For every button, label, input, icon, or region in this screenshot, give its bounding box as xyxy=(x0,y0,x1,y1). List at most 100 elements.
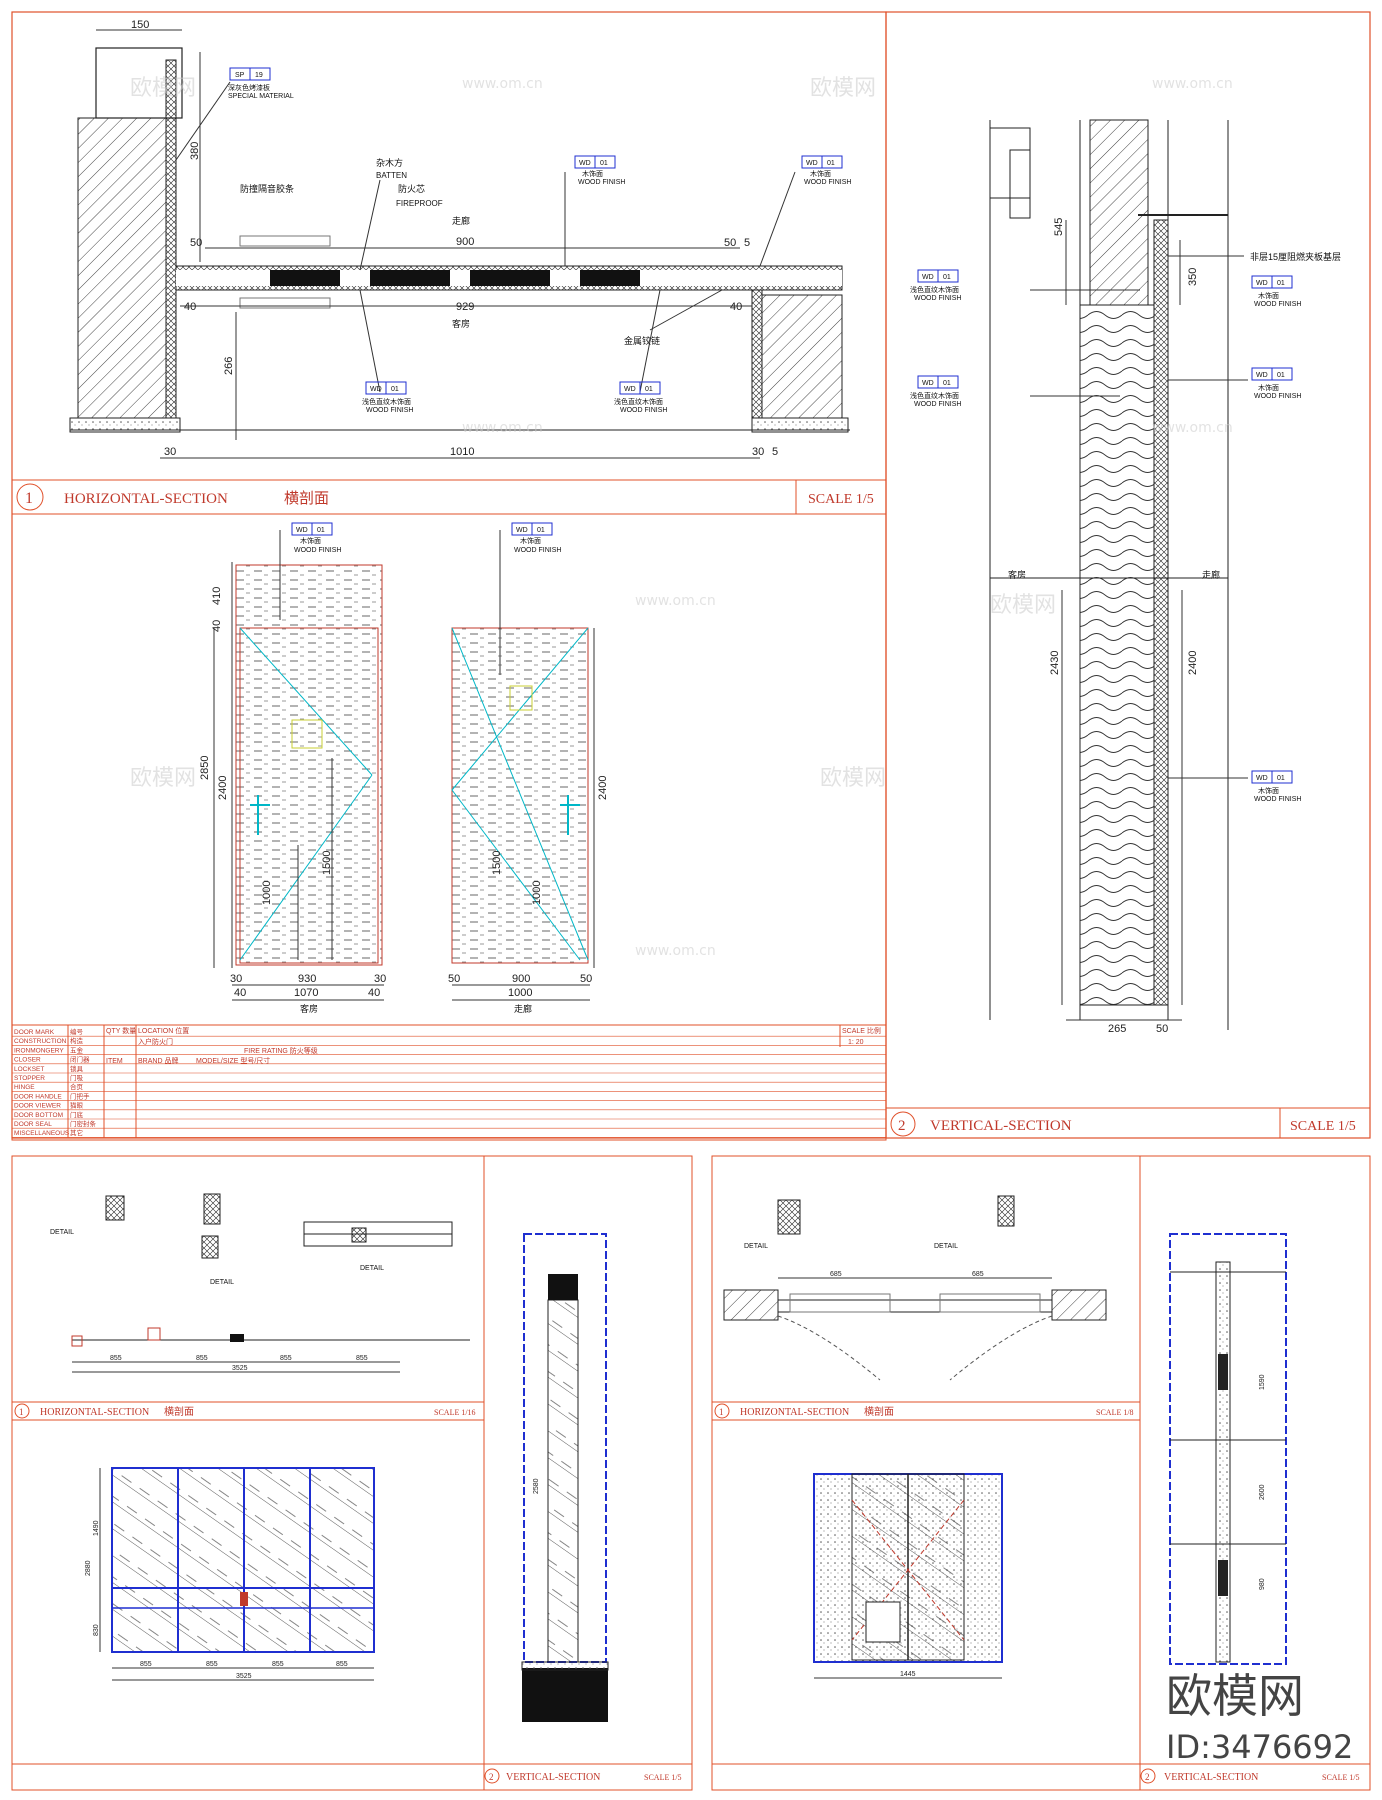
svg-text:深灰色烤漆板: 深灰色烤漆板 xyxy=(228,83,270,92)
svg-text:SCALE 1/8: SCALE 1/8 xyxy=(1096,1408,1134,1417)
dim-30a: 30 xyxy=(164,446,176,458)
sched-model: MODEL/SIZE 型号/尺寸 xyxy=(196,1056,270,1065)
schedule-row-cn: 五金 xyxy=(70,1045,84,1054)
vs-room: 客房 xyxy=(1008,569,1026,580)
elev-l-40: 40 xyxy=(211,620,223,632)
svg-text:WOOD FINISH: WOOD FINISH xyxy=(294,547,341,554)
svg-text:WD: WD xyxy=(296,527,308,534)
hs-scale: SCALE 1/5 xyxy=(808,492,874,507)
schedule-row-cn: 猫眼 xyxy=(70,1101,84,1110)
s2-vs-title: 2 VERTICAL-SECTION SCALE 1/5 xyxy=(12,1763,692,1784)
vs-title: VERTICAL-SECTION xyxy=(930,1118,1072,1134)
door-elevation-right xyxy=(451,627,595,1001)
svg-text:SP: SP xyxy=(235,72,245,79)
svg-text:WOOD FINISH: WOOD FINISH xyxy=(1254,393,1301,400)
svg-text:01: 01 xyxy=(943,274,951,281)
s2-detail-c: DETAIL xyxy=(360,1265,384,1272)
svg-text:SCALE 1/5: SCALE 1/5 xyxy=(1322,1773,1360,1782)
elev-l-side: 客房 xyxy=(300,1003,318,1014)
schedule-row-en: MISCELLANEOUS xyxy=(14,1130,70,1137)
leader-wd-2 xyxy=(759,171,796,267)
svg-text:横剖面: 横剖面 xyxy=(164,1405,194,1418)
schedule-row-en: IRONMONGERY xyxy=(14,1047,64,1054)
svg-text:木饰面: 木饰面 xyxy=(810,169,831,178)
tag-sp19: SP 19 深灰色烤漆板 SPECIAL MATERIAL xyxy=(228,67,294,100)
vs-corridor: 走廊 xyxy=(1202,569,1220,580)
svg-text:2: 2 xyxy=(489,1772,494,1782)
schedule-row-cn: 其它 xyxy=(70,1128,83,1137)
sched-location: LOCATION 位置 xyxy=(138,1026,189,1035)
s3-detail-b: DETAIL xyxy=(934,1243,958,1250)
hs-num: 1 xyxy=(25,490,33,507)
s2-d3525: 3525 xyxy=(232,1365,248,1372)
s3-door-elevation xyxy=(813,1473,1003,1679)
schedule-row-cn: 门密封条 xyxy=(70,1119,97,1128)
dim-50b: 50 xyxy=(724,237,736,249)
sched-scale: SCALE 比例 xyxy=(842,1026,881,1035)
svg-text:WD: WD xyxy=(922,274,934,281)
svg-text:01: 01 xyxy=(391,386,399,393)
dim-40b: 40 xyxy=(730,301,742,313)
tag-wd-2: WD 01 木饰面 WOOD FINISH xyxy=(801,155,851,186)
svg-text:浅色直纹木饰面: 浅色直纹木饰面 xyxy=(362,397,411,406)
svg-text:HORIZONTAL-SECTION: HORIZONTAL-SECTION xyxy=(740,1407,849,1418)
s2-e855d: 855 xyxy=(336,1661,348,1668)
schedule-row-cn: 闭门器 xyxy=(70,1055,90,1064)
right-floor-strip xyxy=(751,417,849,433)
dim-929: 929 xyxy=(456,301,474,313)
schedule-row-en: STOPPER xyxy=(14,1075,45,1082)
vertical-section-drawing xyxy=(989,119,1248,1030)
elev-r-b50b: 50 xyxy=(580,973,592,985)
door-core-a xyxy=(270,270,340,286)
sched-item: ITEM xyxy=(106,1058,123,1065)
dim-266: 266 xyxy=(223,357,235,375)
schedule-row-cn: 门把手 xyxy=(70,1091,90,1100)
schedule-row-en: DOOR HANDLE xyxy=(14,1093,62,1100)
schedule-row-en: CLOSER xyxy=(14,1057,41,1064)
right-wall-concrete xyxy=(761,294,843,419)
svg-text:01: 01 xyxy=(827,160,835,167)
s2-e855b: 855 xyxy=(206,1661,218,1668)
svg-text:WOOD FINISH: WOOD FINISH xyxy=(1254,301,1301,308)
svg-text:WOOD FINISH: WOOD FINISH xyxy=(578,179,625,186)
dim-150: 150 xyxy=(131,19,149,31)
tag-wd-4: WD 01 浅色直纹木饰面 WOOD FINISH xyxy=(614,381,667,414)
svg-text:www.om.cn: www.om.cn xyxy=(1152,420,1233,436)
svg-text:VERTICAL-SECTION: VERTICAL-SECTION xyxy=(506,1772,600,1783)
schedule-row-cn: 构造 xyxy=(70,1036,84,1045)
svg-text:WOOD FINISH: WOOD FINISH xyxy=(914,295,961,302)
hs-title-cn: 横剖面 xyxy=(284,490,329,507)
s3-d1445: 1445 xyxy=(900,1671,916,1678)
svg-text:欧模网: 欧模网 xyxy=(810,76,876,101)
s3-v980: 980 xyxy=(1259,1578,1266,1590)
horizontal-section-drawing xyxy=(69,29,850,459)
door-elevation-left xyxy=(213,562,384,1001)
dim-900: 900 xyxy=(456,236,474,248)
s2-e2880: 2880 xyxy=(85,1560,92,1576)
hs-title-bar: 1 HORIZONTAL-SECTION 横剖面 SCALE 1/5 xyxy=(12,479,886,515)
hs-title: HORIZONTAL-SECTION xyxy=(64,491,228,507)
svg-text:浅色直纹木饰面: 浅色直纹木饰面 xyxy=(614,397,663,406)
elev-r-b1000: 1000 xyxy=(508,987,532,999)
handle-rect xyxy=(239,235,331,247)
svg-text:www.om.cn: www.om.cn xyxy=(462,76,543,92)
left-wall-cap xyxy=(95,47,183,119)
s2-vertical-section xyxy=(521,1233,609,1722)
logo-badge: 欧模网 ID:3476692 xyxy=(1166,1669,1353,1766)
sched-scale-val: 1: 20 xyxy=(848,1039,864,1046)
elev-l-tag: WD 01 木饰面 WOOD FINISH xyxy=(279,522,341,620)
svg-text:欧模网: 欧模网 xyxy=(130,766,196,791)
vs-num: 2 xyxy=(898,1118,906,1134)
sheet-1-right-frame xyxy=(885,11,1371,1139)
schedule-row-en: DOOR BOTTOM xyxy=(14,1112,63,1119)
svg-text:SCALE 1/5: SCALE 1/5 xyxy=(644,1773,682,1782)
dim-380: 380 xyxy=(189,142,201,160)
svg-text:SCALE 1/16: SCALE 1/16 xyxy=(434,1408,476,1417)
svg-text:欧模网: 欧模网 xyxy=(820,766,886,791)
s2-e855c: 855 xyxy=(272,1661,284,1668)
door-core-d xyxy=(580,270,640,286)
svg-text:01: 01 xyxy=(317,527,325,534)
s2-d855a: 855 xyxy=(110,1355,122,1362)
svg-text:1: 1 xyxy=(719,1407,724,1417)
svg-text:SPECIAL MATERIAL: SPECIAL MATERIAL xyxy=(228,93,294,100)
